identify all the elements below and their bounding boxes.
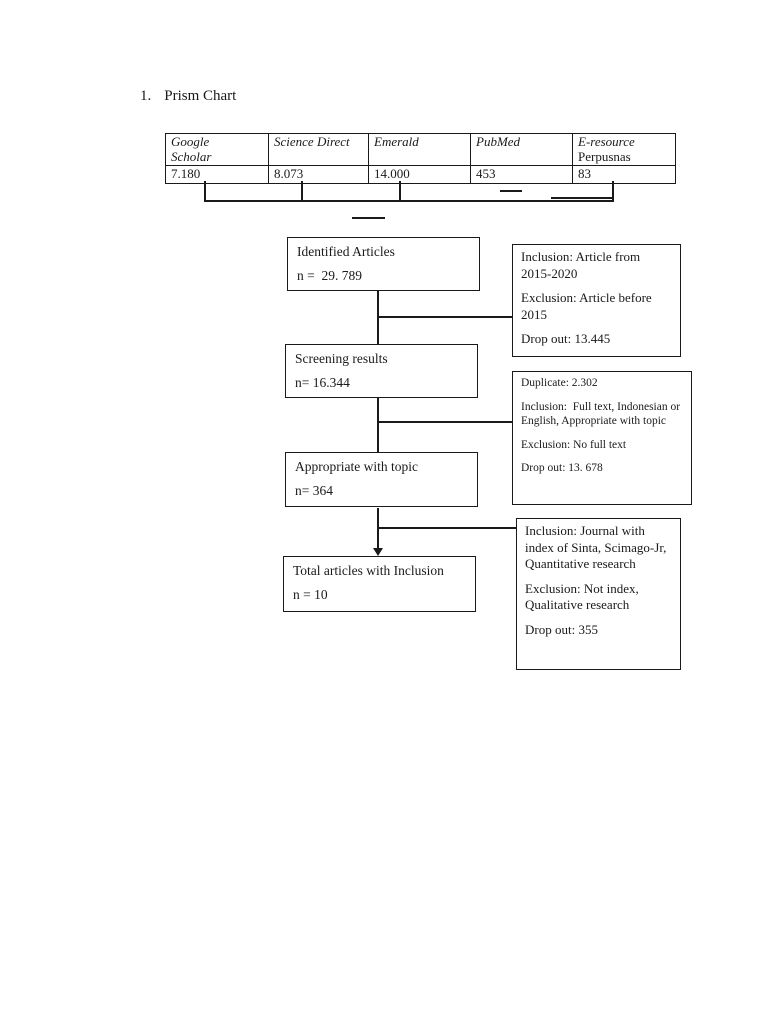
- flow-box-label: Identified Articles: [297, 244, 395, 259]
- heading-number: 1.: [140, 88, 152, 104]
- source-count-science-direct: 8.073: [268, 165, 369, 184]
- section-heading: 1. Prism Chart: [140, 88, 236, 105]
- source-count-google-scholar: 7.180: [165, 165, 269, 184]
- flow-box-n: n = 29. 789: [297, 268, 362, 283]
- arrow-down-icon: [372, 548, 383, 556]
- criteria-inclusion: Inclusion: Journal with index of Sinta, …: [525, 523, 670, 571]
- flow-box-label: Appropriate with topic: [295, 459, 418, 474]
- sources-count-row: 7.180 8.073 14.000 453 83: [165, 165, 676, 184]
- connector-dash-center: [352, 217, 385, 219]
- connector-line: [377, 527, 516, 529]
- source-count-emerald: 14.000: [368, 165, 471, 184]
- connector-line: [399, 181, 401, 202]
- connector-line: [551, 197, 613, 199]
- source-header-pubmed: PubMed: [470, 133, 573, 166]
- source-count-pubmed: 453: [470, 165, 573, 184]
- connector-line: [612, 181, 614, 200]
- flow-box-n: n= 16.344: [295, 375, 350, 390]
- connector-line: [377, 316, 512, 318]
- criteria-dropout: Drop out: 13.445: [521, 331, 611, 346]
- connector-line: [301, 181, 303, 202]
- criteria-box-2: Duplicate: 2.302 Inclusion: Full text, I…: [512, 371, 692, 505]
- source-header-science-direct: Science Direct: [268, 133, 369, 166]
- source-header-emerald: Emerald: [368, 133, 471, 166]
- connector-dash-pubmed: [500, 190, 522, 192]
- criteria-box-3: Inclusion: Journal with index of Sinta, …: [516, 518, 681, 670]
- connector-line: [377, 421, 512, 423]
- flow-box-screening-results: Screening results n= 16.344: [285, 344, 478, 398]
- heading-title: Prism Chart: [164, 88, 237, 104]
- connector-line: [204, 200, 614, 202]
- flow-box-n: n= 364: [295, 483, 333, 498]
- flow-box-identified-articles: Identified Articles n = 29. 789: [287, 237, 480, 291]
- flow-box-total-inclusion: Total articles with Inclusion n = 10: [283, 556, 476, 612]
- flow-box-appropriate-topic: Appropriate with topic n= 364: [285, 452, 478, 507]
- criteria-box-1: Inclusion: Article from 2015-2020 Exclus…: [512, 244, 681, 357]
- criteria-exclusion: Exclusion: Not index, Qualitative resear…: [525, 580, 642, 613]
- source-count-eresource: 83: [572, 165, 676, 184]
- criteria-exclusion: Exclusion: Article before 2015: [521, 290, 655, 322]
- criteria-inclusion: Inclusion: Full text, Indonesian or Engl…: [521, 400, 683, 428]
- criteria-duplicate: Duplicate: 2.302: [521, 377, 598, 389]
- connector-line: [204, 181, 206, 202]
- criteria-dropout: Drop out: 355: [525, 621, 598, 637]
- flow-box-label: Total articles with Inclusion: [293, 563, 444, 578]
- connector-line: [377, 398, 379, 452]
- criteria-dropout: Drop out: 13. 678: [521, 462, 603, 474]
- criteria-exclusion: Exclusion: No full text: [521, 438, 627, 451]
- flow-box-n: n = 10: [293, 587, 328, 602]
- criteria-inclusion: Inclusion: Article from 2015-2020: [521, 249, 644, 281]
- flow-box-label: Screening results: [295, 351, 388, 366]
